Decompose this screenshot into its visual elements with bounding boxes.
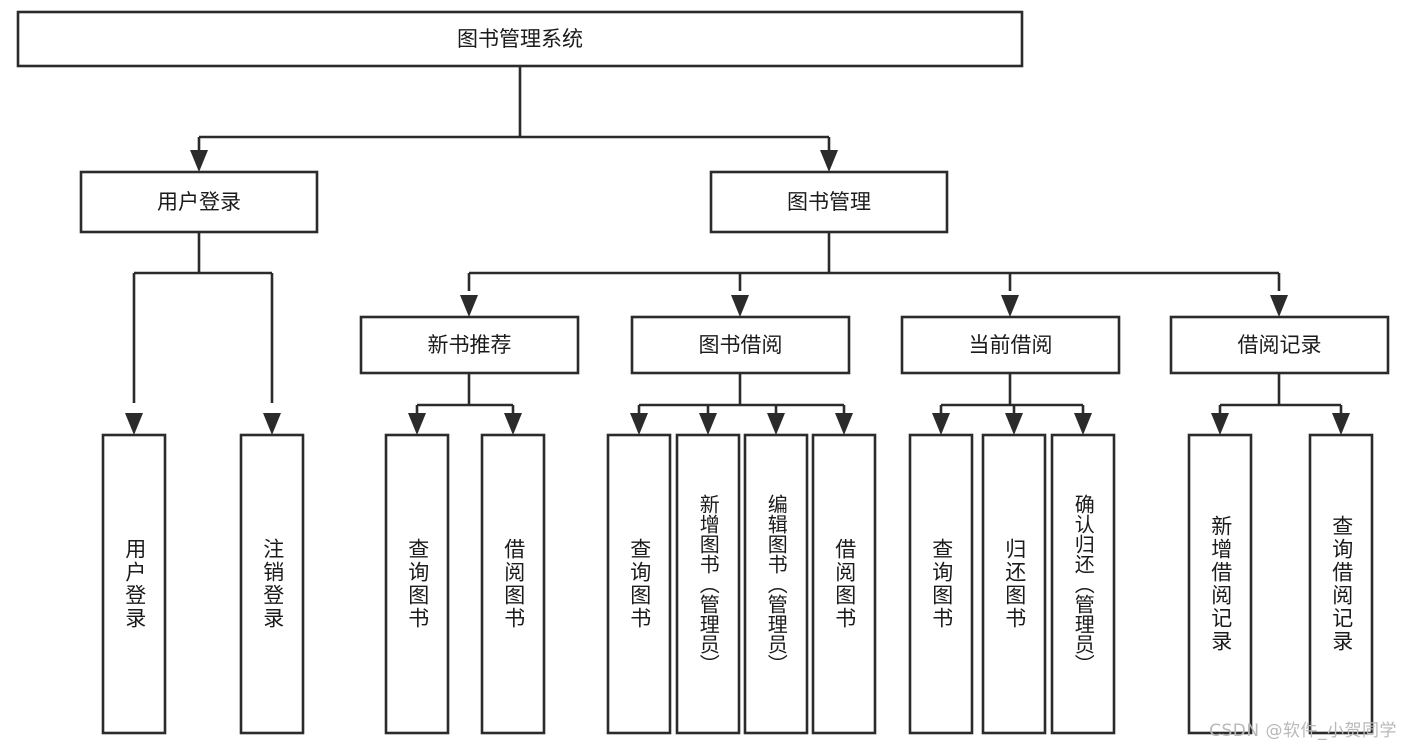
leaf-node-leaf-query-book-1[interactable] <box>384 433 450 735</box>
leaf-node-box <box>743 433 809 735</box>
leaf-node-leaf-borrow-book-1[interactable] <box>480 433 546 735</box>
node-book-borrow[interactable]: 图书借阅 <box>630 315 851 375</box>
arrow-head-icon <box>504 413 522 435</box>
arrowheads-layer <box>125 150 1350 435</box>
leaf-node-box <box>908 433 974 735</box>
arrow-head-icon <box>1005 413 1023 435</box>
leaf-node-box <box>1187 433 1253 735</box>
leaf-node-leaf-add-record[interactable] <box>1187 433 1253 735</box>
node-box <box>359 315 580 375</box>
leaf-node-box <box>675 433 741 735</box>
node-label: 用户登录 <box>157 190 241 214</box>
arrow-head-icon <box>1001 295 1019 317</box>
leaf-node-leaf-edit-book[interactable] <box>743 433 809 735</box>
arrow-head-icon <box>932 413 950 435</box>
leaf-node-leaf-add-book[interactable] <box>675 433 741 735</box>
node-label: 当前借阅 <box>969 333 1053 357</box>
node-book-manage[interactable]: 图书管理 <box>709 170 949 234</box>
arrow-head-icon <box>1211 413 1229 435</box>
leaf-node-box <box>239 433 305 735</box>
arrow-head-icon <box>460 295 478 317</box>
leaf-node-leaf-user-login[interactable] <box>101 433 167 735</box>
leaf-node-leaf-logout[interactable] <box>239 433 305 735</box>
leaf-node-leaf-borrow-book-2[interactable] <box>811 433 877 735</box>
node-box <box>900 315 1121 375</box>
arrow-head-icon <box>630 413 648 435</box>
arrow-head-icon <box>125 413 143 435</box>
node-new-book-recommend[interactable]: 新书推荐 <box>359 315 580 375</box>
node-box <box>79 170 319 234</box>
node-label: 图书管理 <box>787 190 871 214</box>
arrow-head-icon <box>767 413 785 435</box>
leaf-node-box <box>480 433 546 735</box>
watermark-text: CSDN @软件_小贺同学 <box>1209 721 1397 741</box>
node-root[interactable]: 图书管理系统 <box>16 10 1024 68</box>
leaf-node-box <box>1308 433 1374 735</box>
node-box <box>1169 315 1390 375</box>
leaf-node-leaf-return-book[interactable] <box>981 433 1047 735</box>
node-label: 新书推荐 <box>428 333 512 357</box>
node-current-borrow[interactable]: 当前借阅 <box>900 315 1121 375</box>
leaf-node-box <box>1050 433 1116 735</box>
arrow-head-icon <box>835 413 853 435</box>
arrow-head-icon <box>408 413 426 435</box>
leaf-node-leaf-query-book-2[interactable] <box>606 433 672 735</box>
arrow-head-icon <box>1270 295 1288 317</box>
node-borrow-record[interactable]: 借阅记录 <box>1169 315 1390 375</box>
arrow-head-icon <box>1332 413 1350 435</box>
arrow-head-icon <box>699 413 717 435</box>
arrow-head-icon <box>731 295 749 317</box>
leaf-node-box <box>811 433 877 735</box>
node-user-login[interactable]: 用户登录 <box>79 170 319 234</box>
arrow-head-icon <box>1074 413 1092 435</box>
arrow-head-icon <box>263 413 281 435</box>
leaf-node-box <box>384 433 450 735</box>
node-box <box>630 315 851 375</box>
leaf-node-leaf-confirm-return[interactable] <box>1050 433 1116 735</box>
arrow-head-icon <box>190 150 208 172</box>
leaf-node-box <box>981 433 1047 735</box>
arrow-head-icon <box>820 150 838 172</box>
node-box <box>16 10 1024 68</box>
leaf-node-box <box>606 433 672 735</box>
node-label: 图书管理系统 <box>457 27 583 51</box>
node-label: 借阅记录 <box>1238 333 1322 357</box>
node-box <box>709 170 949 234</box>
node-label: 图书借阅 <box>699 333 783 357</box>
leaf-node-box <box>101 433 167 735</box>
leaf-node-leaf-query-book-3[interactable] <box>908 433 974 735</box>
leaf-node-leaf-query-record[interactable] <box>1308 433 1374 735</box>
